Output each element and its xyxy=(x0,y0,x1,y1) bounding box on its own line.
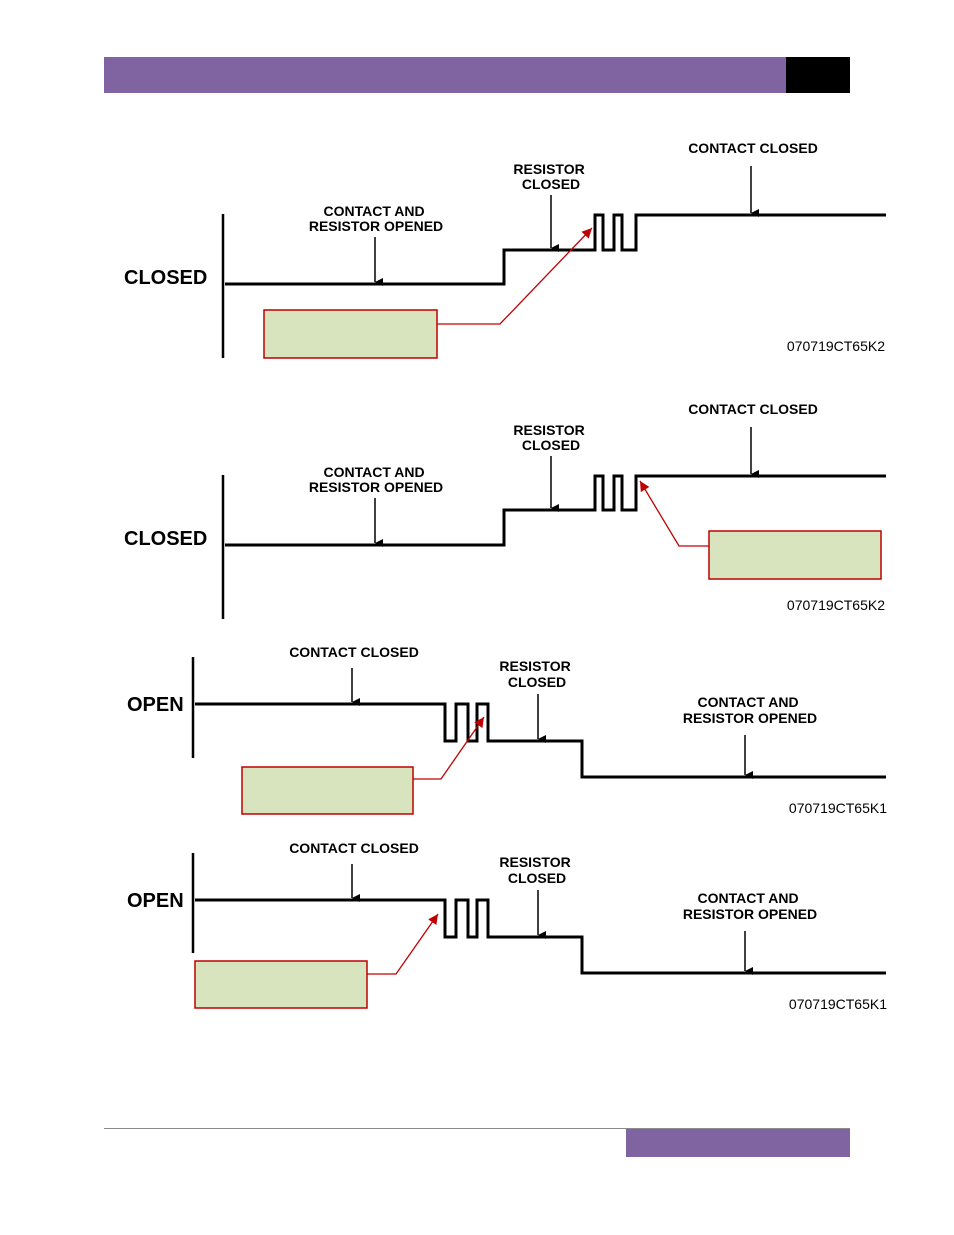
figure-code: 070719CT65K2 xyxy=(787,338,885,354)
label-contact-closed: CONTACT CLOSED xyxy=(688,140,818,156)
label-resistor-line2: CLOSED xyxy=(508,870,566,886)
callout-box xyxy=(263,309,438,359)
state-label: OPEN xyxy=(127,890,184,912)
label-resistor-closed: RESISTOR CLOSED xyxy=(513,422,588,453)
label-opened: CONTACT AND RESISTOR OPENED xyxy=(309,464,443,495)
label-opened: CONTACT AND RESISTOR OPENED xyxy=(683,890,817,922)
label-resistor-closed: RESISTOR CLOSED xyxy=(499,658,574,690)
state-label: CLOSED xyxy=(124,528,207,550)
callout-leader xyxy=(639,480,709,547)
header-page-box xyxy=(786,57,850,93)
callout-leader xyxy=(413,716,485,780)
diagram-open-2: OPEN CONTACT CLOSED RESISTOR CLOSED CONT… xyxy=(127,840,887,1012)
label-contact-closed: CONTACT CLOSED xyxy=(289,644,419,660)
label-opened-line2: RESISTOR OPENED xyxy=(683,906,817,922)
label-resistor-line2: CLOSED xyxy=(508,674,566,690)
label-opened: CONTACT AND RESISTOR OPENED xyxy=(309,203,443,234)
label-contact-closed: CONTACT CLOSED xyxy=(688,401,818,417)
header-bar xyxy=(104,57,786,93)
label-opened-line1: CONTACT AND xyxy=(324,464,425,480)
callout-box xyxy=(708,530,882,580)
signal-waveform xyxy=(225,213,886,286)
label-resistor-line1: RESISTOR xyxy=(513,161,584,177)
signal-waveform xyxy=(195,898,886,975)
label-resistor-line2: CLOSED xyxy=(522,176,580,192)
label-opened-line2: RESISTOR OPENED xyxy=(309,218,443,234)
callout-leader xyxy=(367,913,439,975)
label-opened-line1: CONTACT AND xyxy=(324,203,425,219)
diagram-closed-2: CLOSED CONTACT AND RESISTOR OPENED RESIS… xyxy=(124,401,886,619)
label-opened-line2: RESISTOR OPENED xyxy=(309,479,443,495)
label-opened: CONTACT AND RESISTOR OPENED xyxy=(683,694,817,726)
callout-leader xyxy=(437,227,593,325)
label-resistor-line1: RESISTOR xyxy=(499,658,570,674)
callout-box xyxy=(241,766,414,815)
label-resistor-closed: RESISTOR CLOSED xyxy=(513,161,588,192)
label-opened-line2: RESISTOR OPENED xyxy=(683,710,817,726)
figure-code: 070719CT65K1 xyxy=(789,996,887,1012)
diagram-open-1: OPEN CONTACT CLOSED RESISTOR CLOSED CONT… xyxy=(127,644,887,816)
label-resistor-line1: RESISTOR xyxy=(513,422,584,438)
diagram-closed-1: CLOSED CONTACT AND RESISTOR OPENED RESIS… xyxy=(124,140,886,359)
label-resistor-line2: CLOSED xyxy=(522,437,580,453)
label-opened-line1: CONTACT AND xyxy=(698,694,799,710)
callout-box xyxy=(194,960,368,1009)
label-opened-line1: CONTACT AND xyxy=(698,890,799,906)
signal-waveform xyxy=(195,702,886,779)
footer-bar xyxy=(626,1129,850,1157)
figure-code: 070719CT65K2 xyxy=(787,597,885,613)
label-resistor-line1: RESISTOR xyxy=(499,854,570,870)
label-contact-closed: CONTACT CLOSED xyxy=(289,840,419,856)
figure-code: 070719CT65K1 xyxy=(789,800,887,816)
signal-waveform xyxy=(225,474,886,547)
state-label: OPEN xyxy=(127,694,184,716)
state-label: CLOSED xyxy=(124,267,207,289)
footer-rule xyxy=(104,1128,850,1129)
label-resistor-closed: RESISTOR CLOSED xyxy=(499,854,574,886)
